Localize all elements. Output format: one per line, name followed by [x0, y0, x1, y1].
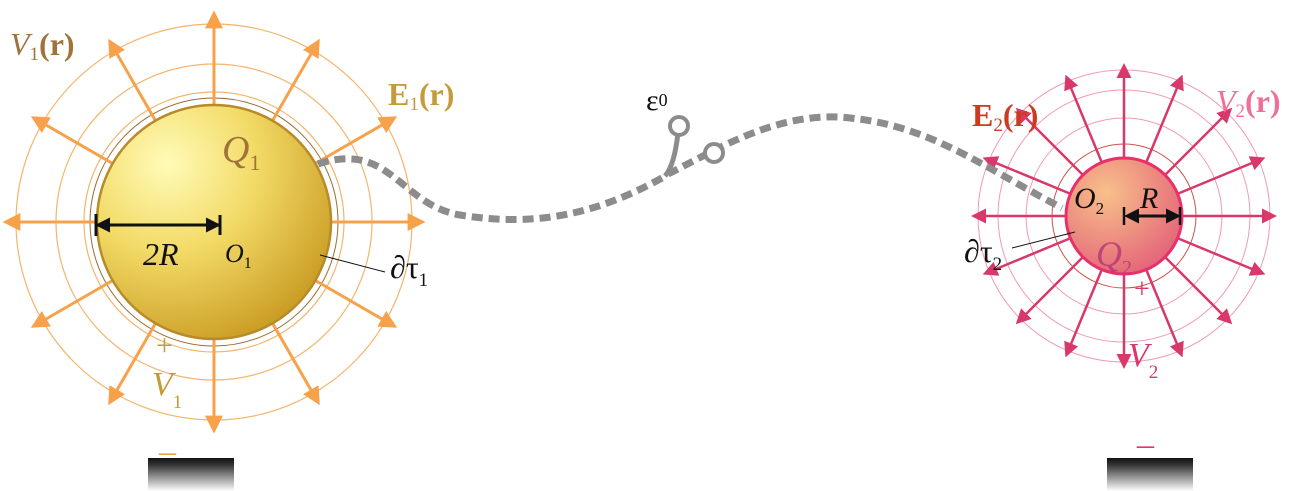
field1-arrow: [108, 38, 161, 128]
center-2-label: O2: [1074, 182, 1104, 218]
boundary-1-leader: [319, 254, 386, 273]
field1-arrow: [267, 316, 320, 406]
field2-arrow: [1064, 74, 1106, 169]
field1-arrow: [30, 275, 120, 328]
field-2-label: E2(r): [972, 97, 1038, 136]
ground-1: [148, 458, 234, 491]
switch-lever: [663, 131, 681, 178]
potential-2-value-label: V2: [1128, 337, 1158, 383]
field2-arrow: [982, 156, 1077, 198]
boundary-1-label: ∂τ1: [390, 249, 428, 291]
connecting-wire: [316, 113, 1064, 223]
field1-arrow: [267, 38, 320, 128]
wire-segment-left: [316, 155, 664, 223]
minus-sign-2: –: [1136, 426, 1155, 463]
field2-arrow: [1142, 74, 1184, 169]
center-1-label: O1: [225, 239, 252, 272]
boundary-2-leader: [1011, 231, 1076, 249]
minus-sign-1: –: [158, 433, 177, 470]
potential-1-value-label: V1: [152, 366, 182, 413]
field2-arrow: [1159, 251, 1233, 325]
diameter-2R-label: 2R: [143, 236, 179, 272]
field1-arrow: [108, 316, 161, 406]
sphere-2-group: [971, 63, 1277, 369]
sphere-1: [95, 103, 333, 341]
permittivity-label: ε0: [646, 84, 668, 117]
field1-arrow: [308, 275, 398, 328]
field2-arrow: [1015, 251, 1089, 325]
charge-1-label: Q1: [222, 129, 260, 175]
potential-1-label: V1(r): [10, 26, 75, 65]
switch-contact-right: [703, 142, 725, 164]
plus-sign-1: +: [156, 329, 173, 362]
radius-R-label: R: [1139, 182, 1158, 215]
boundary-2-label: ∂τ2: [964, 233, 1002, 275]
field2-arrow: [1015, 107, 1089, 181]
switch-contact-top: [668, 115, 690, 137]
potential-2-label: V2(r): [1216, 83, 1281, 122]
plus-sign-2: +: [1134, 274, 1150, 305]
field2-arrow: [1171, 156, 1266, 198]
field1-arrow: [30, 116, 120, 169]
sphere-2-field-lines: [971, 63, 1277, 369]
field2-arrow: [1064, 263, 1106, 358]
field-1-label: E1(r): [388, 76, 454, 115]
field2-arrow: [1171, 234, 1266, 276]
charge-2-label: Q2: [1096, 234, 1132, 279]
field2-arrow: [1142, 263, 1184, 358]
field2-arrow: [982, 234, 1077, 276]
field2-arrow: [1159, 107, 1233, 181]
ground-2: [1107, 458, 1193, 491]
sphere-1-group: [2, 10, 426, 434]
